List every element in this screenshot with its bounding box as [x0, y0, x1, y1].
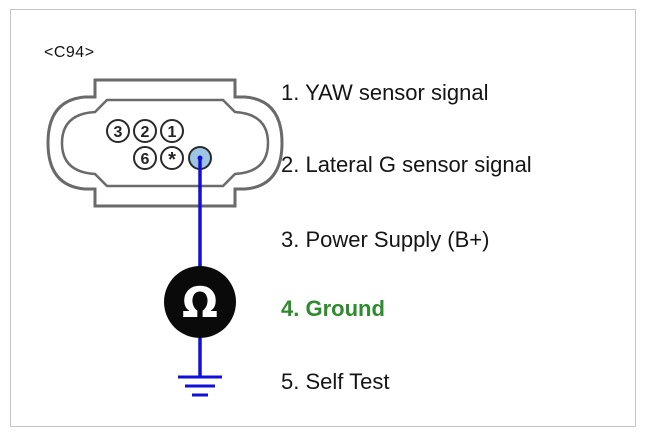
- ohm-icon: Ω: [182, 278, 218, 327]
- pin-3: 3: [106, 119, 130, 143]
- connector-housing: [46, 78, 284, 208]
- legend-item-1: 1. YAW sensor signal: [281, 80, 489, 105]
- pin-unused-label: *: [168, 149, 176, 171]
- legend-item-3: 3. Power Supply (B+): [281, 227, 490, 252]
- legend-item-4: 4. Ground: [281, 296, 385, 321]
- probe-wire: [197, 155, 203, 376]
- legend-item-2: 2. Lateral G sensor signal: [281, 152, 532, 177]
- connector-label: <C94>: [44, 44, 95, 61]
- pin-1-label: 1: [168, 124, 177, 141]
- ohmmeter: Ω: [164, 266, 236, 338]
- pin-2: 2: [133, 119, 157, 143]
- pin-1: 1: [160, 119, 184, 143]
- ground-icon: [178, 375, 222, 397]
- pin-6: 6: [133, 146, 157, 170]
- pin-2-label: 2: [141, 124, 150, 141]
- pin-unused: *: [160, 146, 184, 171]
- legend-item-5: 5. Self Test: [281, 369, 390, 394]
- pin-6-label: 6: [141, 151, 150, 168]
- pin-3-label: 3: [114, 124, 123, 141]
